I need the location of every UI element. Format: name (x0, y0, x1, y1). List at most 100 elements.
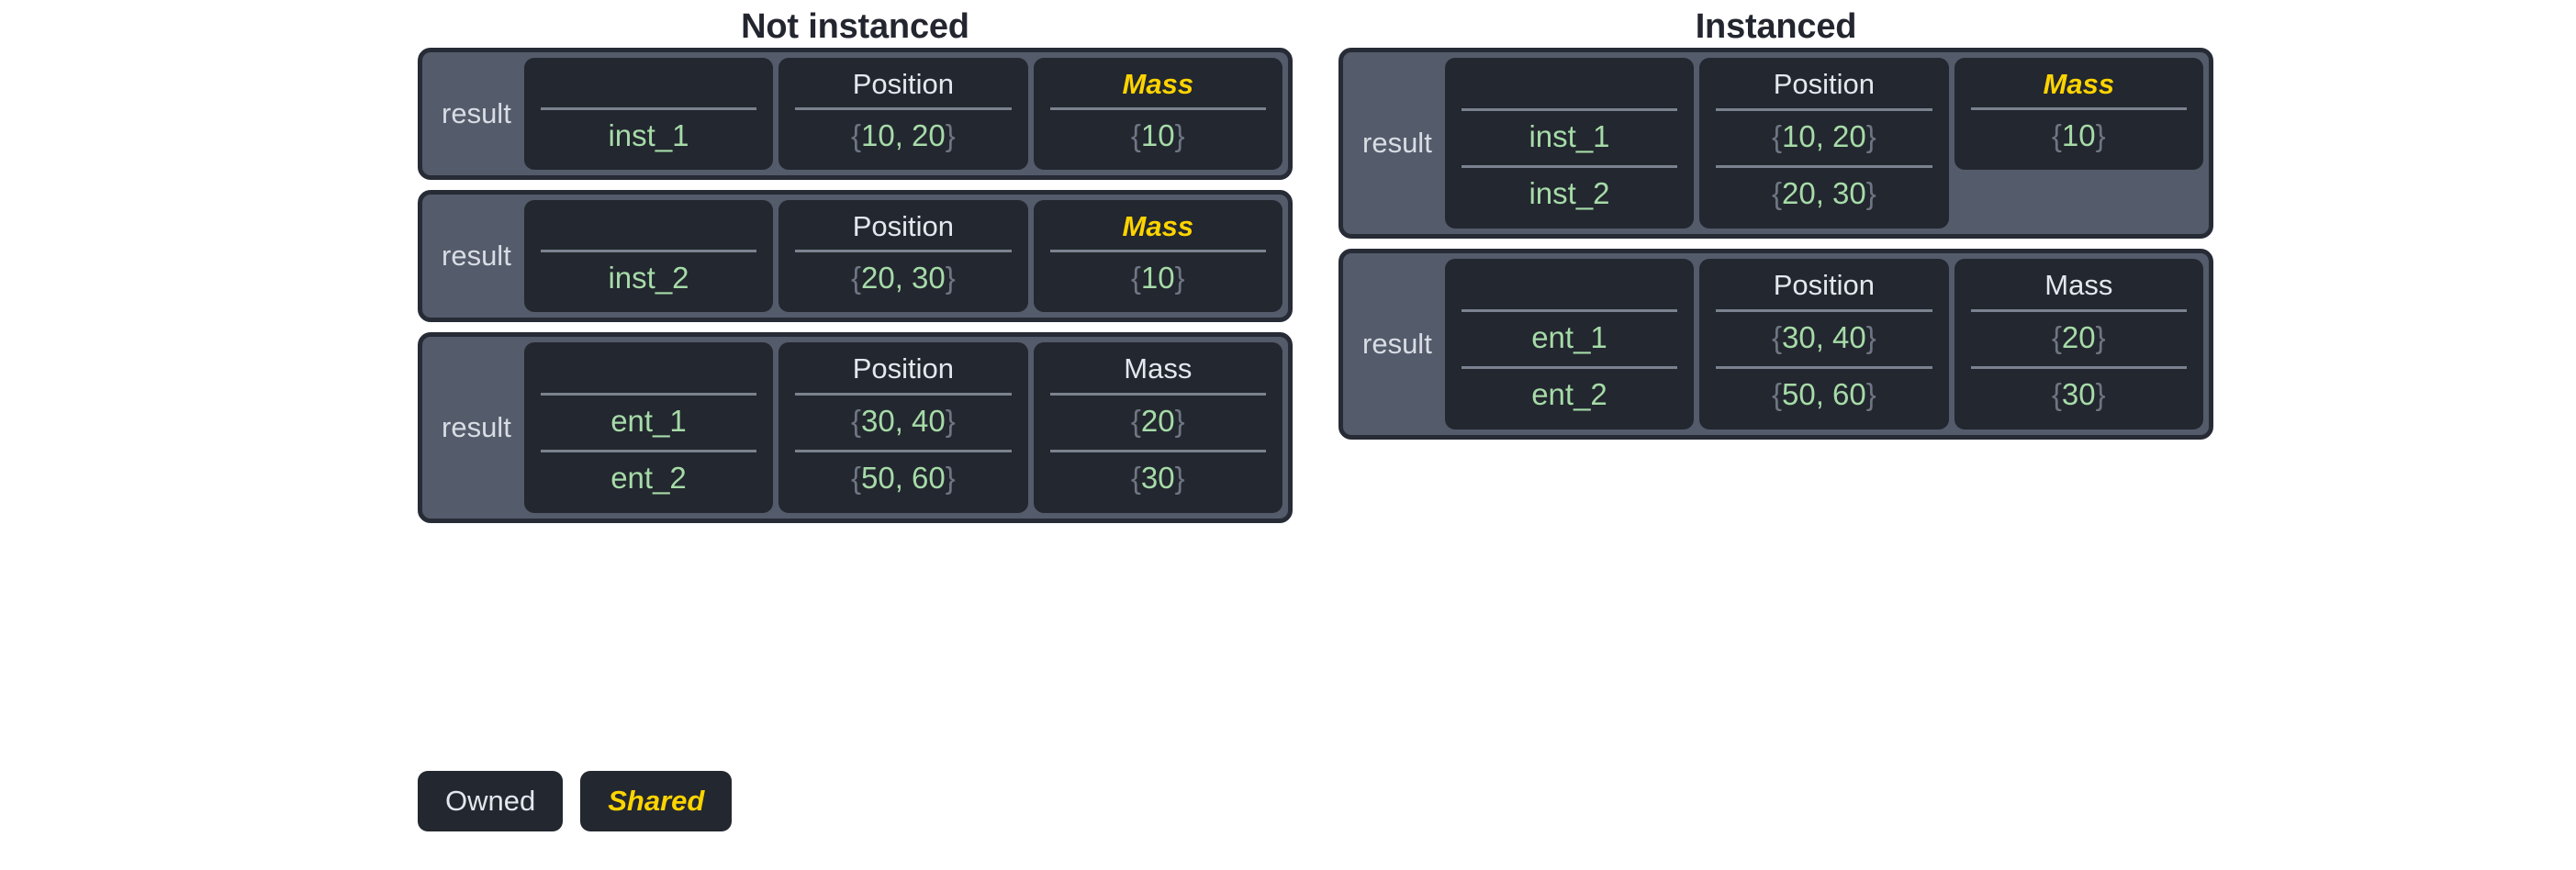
row-divider (795, 450, 1012, 453)
table-column-mass: Mass {10} (1033, 200, 1282, 312)
row-divider (1970, 309, 2187, 313)
row-divider (1049, 450, 1266, 453)
table-columns: inst_1 Position {10, 20} Mass {10} (523, 58, 1282, 170)
row-divider (540, 107, 757, 111)
row-divider (1716, 366, 1932, 370)
row-divider (1970, 366, 2187, 370)
table-column-entity: inst_1 inst_2 (1444, 58, 1695, 229)
table-columns: ent_1 ent_2 Position {30, 40} {50, 60} Mass {2… (1444, 259, 2203, 429)
row-divider (1716, 108, 1932, 112)
table-column-position: Position {30, 40} {50, 60} (778, 342, 1028, 513)
table-columns: inst_2 Position {20, 30} Mass {10} (523, 200, 1282, 312)
table-column-mass: Mass {20} {30} (1954, 259, 2203, 429)
table-cell: ent_2 (610, 461, 687, 496)
row-divider (540, 250, 757, 253)
table-cell: inst_1 (608, 118, 689, 153)
table-cell: {10} (2051, 118, 2106, 153)
row-divider (1716, 165, 1932, 169)
table-column-position: Position {20, 30} (778, 200, 1028, 312)
table-cell: inst_2 (608, 261, 689, 296)
table-column-position: Position {30, 40} {50, 60} (1699, 259, 1949, 429)
column-title-instanced: Instanced (1695, 7, 1857, 46)
row-divider (795, 107, 1012, 111)
table-column-entity: ent_1 ent_2 (523, 342, 774, 513)
column-header (537, 348, 760, 388)
table-cell: {20} (2051, 320, 2106, 355)
table-column-position: Position {10, 20} {20, 30} (1699, 58, 1949, 229)
legend: Owned Shared (418, 771, 733, 831)
column-header (1458, 264, 1681, 305)
column-header: Position (852, 210, 955, 242)
entity-table: result ent_1 ent_2 Position {30, 40} {50, 60… (1338, 249, 2213, 440)
table-cell: {30, 40} (1771, 320, 1876, 355)
table-column-entity: inst_2 (523, 200, 774, 312)
row-divider (1049, 393, 1266, 396)
table-cell: {20, 30} (1771, 176, 1876, 211)
legend-chip-owned: Owned (418, 771, 564, 831)
column-header (1458, 63, 1681, 104)
table-row-label: result (442, 97, 511, 129)
row-divider (1049, 107, 1266, 111)
table-row-label: result (442, 411, 511, 443)
row-divider (795, 250, 1012, 253)
row-divider (1461, 165, 1678, 169)
table-cell: ent_1 (1531, 320, 1607, 355)
column-header: Mass (1122, 210, 1194, 242)
table-column-entity: ent_1 ent_2 (1444, 259, 1695, 429)
column-header: Mass (2043, 68, 2115, 100)
table-cell: {30} (2051, 377, 2106, 412)
table-columns: ent_1 ent_2 Position {30, 40} {50, 60} Mass {2… (523, 342, 1282, 513)
column-header (537, 63, 760, 103)
row-divider (1716, 309, 1932, 313)
column-header: Mass (2044, 269, 2113, 301)
table-cell: {50, 60} (850, 461, 956, 496)
table-cell: inst_1 (1529, 119, 1610, 154)
entity-table: result inst_2 Position {20, 30} Mass {10} (418, 190, 1293, 322)
row-divider (1461, 366, 1678, 370)
table-cell: {30} (1130, 461, 1185, 496)
table-cell: {10} (1130, 261, 1185, 296)
table-cell: inst_2 (1529, 176, 1610, 211)
table-cell: ent_1 (610, 404, 687, 439)
entity-table: result inst_1 inst_2 Position {10, 20} {20, … (1338, 48, 2213, 239)
row-divider (540, 450, 757, 453)
legend-chip-shared: Shared (580, 771, 733, 831)
column-title-not-instanced: Not instanced (741, 7, 969, 46)
table-column-mass: Mass {10} (1954, 58, 2203, 170)
row-divider (1970, 107, 2187, 111)
table-cell: {10} (1130, 118, 1185, 153)
table-column-mass: Mass {20} {30} (1033, 342, 1282, 513)
table-cell: {50, 60} (1771, 377, 1876, 412)
column-header (537, 206, 760, 245)
table-column-position: Position {10, 20} (778, 58, 1028, 170)
entity-table: result ent_1 ent_2 Position {30, 40} {50, 60… (418, 332, 1293, 523)
column-header: Position (1773, 269, 1876, 301)
table-cell: ent_2 (1531, 377, 1607, 412)
entity-table: result inst_1 Position {10, 20} Mass {10} (418, 48, 1293, 180)
row-divider (1461, 108, 1678, 112)
table-row-label: result (1362, 127, 1432, 159)
row-divider (540, 393, 757, 396)
row-divider (1461, 309, 1678, 313)
table-columns: inst_1 inst_2 Position {10, 20} {20, 30} Mass… (1444, 58, 2203, 229)
column-header: Position (1773, 68, 1876, 100)
table-row-label: result (1362, 328, 1432, 360)
table-cell: {10, 20} (850, 118, 956, 153)
table-cell: {10, 20} (1771, 119, 1876, 154)
table-row-label: result (442, 240, 511, 272)
table-cell: {30, 40} (850, 404, 956, 439)
column-header: Position (852, 68, 955, 100)
column-header: Mass (1124, 352, 1193, 385)
table-column-mass: Mass {10} (1033, 58, 1282, 170)
table-cell: {20} (1130, 404, 1185, 439)
column-header: Position (852, 352, 955, 385)
row-divider (1049, 250, 1266, 253)
column-header: Mass (1122, 68, 1194, 100)
table-column-entity: inst_1 (523, 58, 774, 170)
table-cell: {20, 30} (850, 261, 956, 296)
